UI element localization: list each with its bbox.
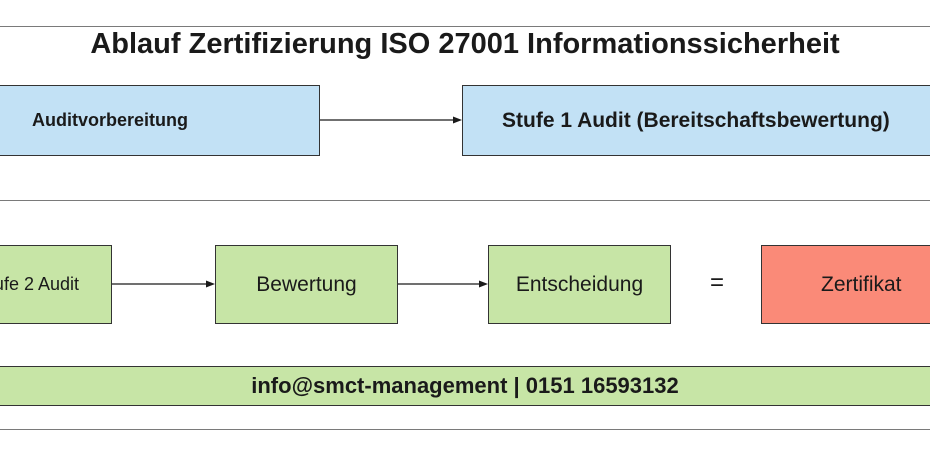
audit-preparation-box: Auditvorbereitung xyxy=(0,85,320,156)
arrow-evaluation-to-decision xyxy=(398,280,488,288)
stage1-audit-label: Stufe 1 Audit (Bereitschaftsbewertung) xyxy=(502,108,890,132)
bottom-divider xyxy=(0,429,930,430)
top-divider xyxy=(0,26,930,27)
certificate-label: Zertifikat xyxy=(821,272,902,296)
stage1-audit-box: Stufe 1 Audit (Bereitschaftsbewertung) xyxy=(462,85,930,156)
middle-divider xyxy=(0,200,930,201)
arrow-stage2-to-evaluation xyxy=(112,280,215,288)
audit-preparation-label: Auditvorbereitung xyxy=(32,110,188,130)
contact-bar: info@smct-management | 0151 16593132 xyxy=(0,366,930,406)
decision-box: Entscheidung xyxy=(488,245,671,324)
stage2-audit-label: Stufe 2 Audit xyxy=(0,274,79,294)
stage2-audit-box: Stufe 2 Audit xyxy=(0,245,112,324)
certificate-box: Zertifikat xyxy=(761,245,930,324)
evaluation-box: Bewertung xyxy=(215,245,398,324)
equals-sign: = xyxy=(709,269,724,296)
decision-label: Entscheidung xyxy=(515,272,644,296)
arrow-prep-to-stage1 xyxy=(320,116,462,124)
evaluation-label: Bewertung xyxy=(256,272,357,296)
diagram-title: Ablauf Zertifizierung ISO 27001 Informat… xyxy=(90,28,840,60)
